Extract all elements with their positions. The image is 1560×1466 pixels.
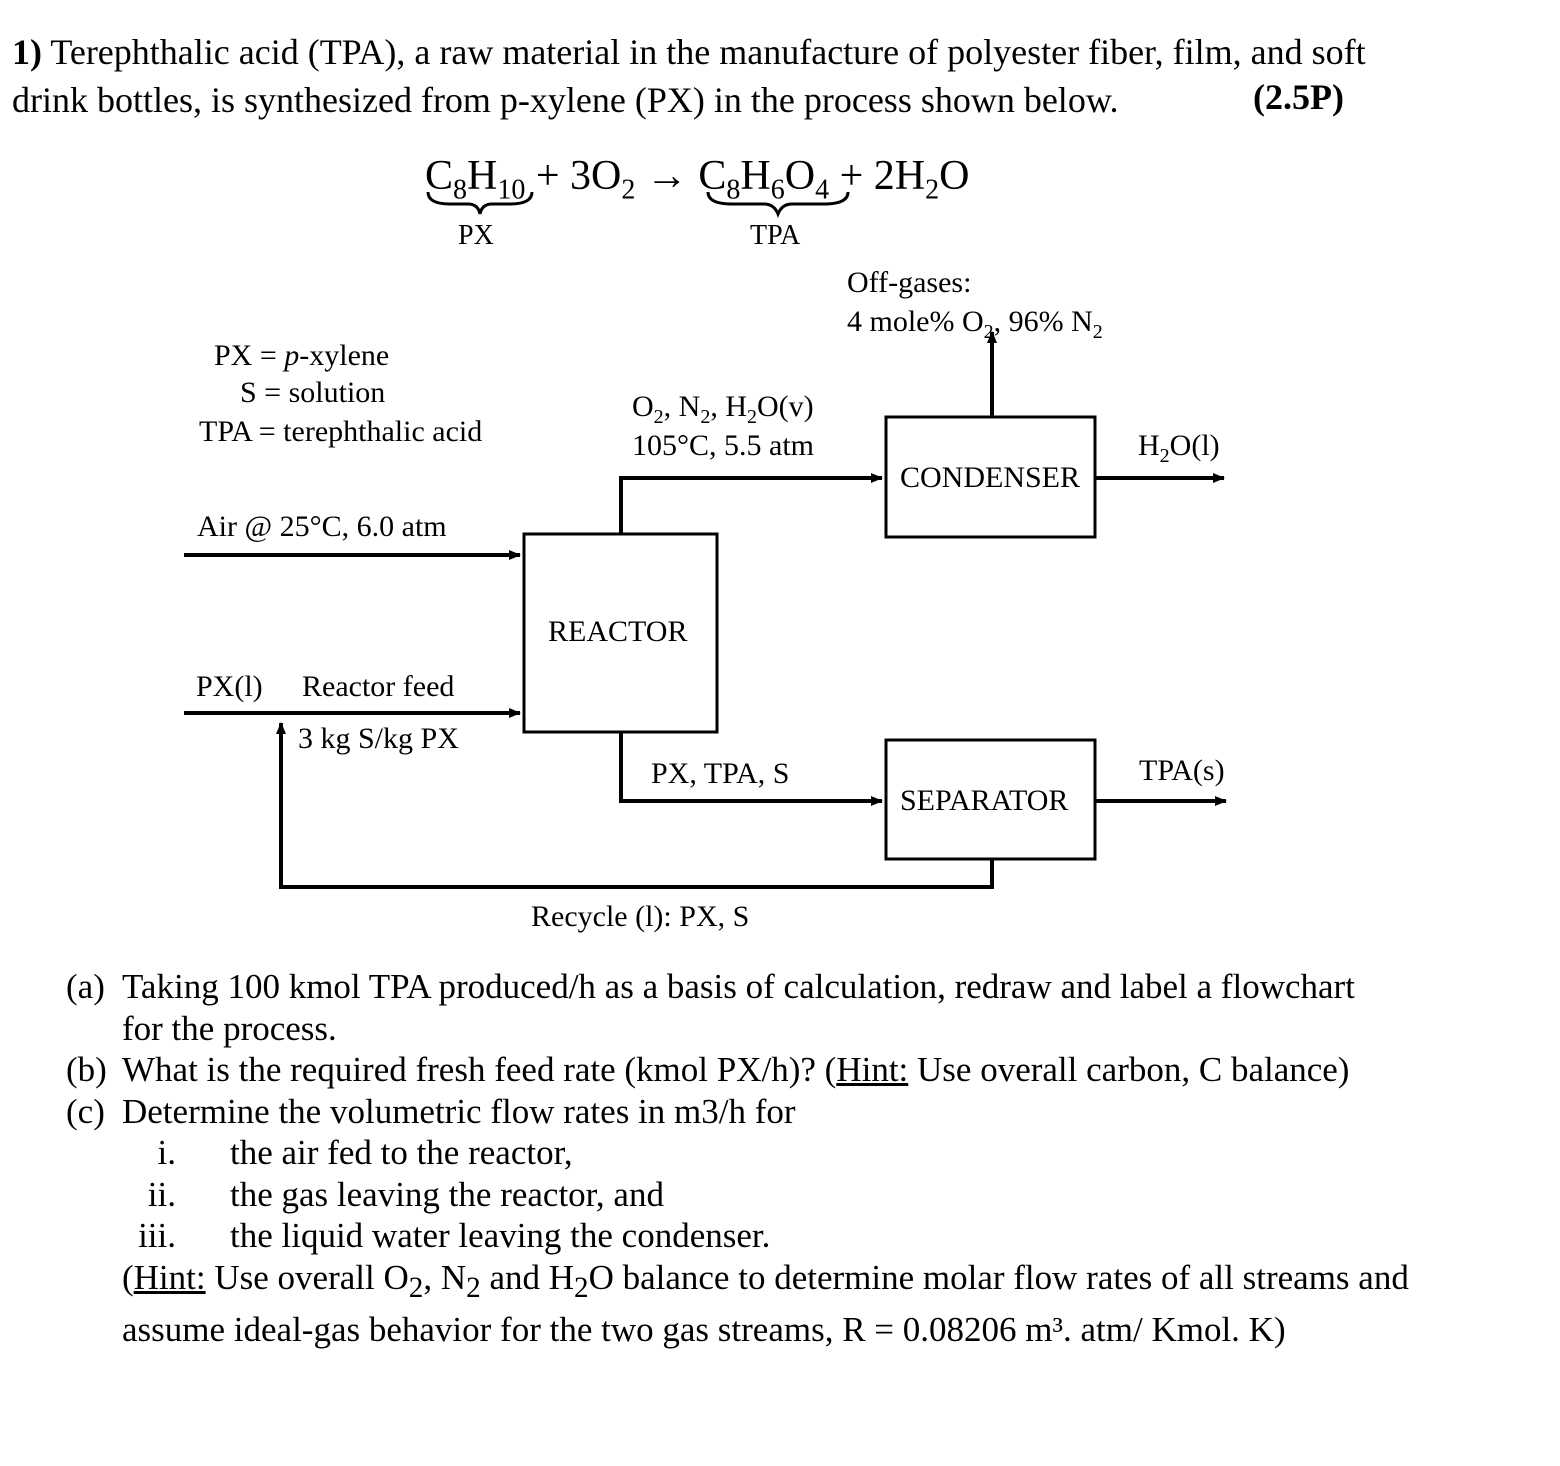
- question-a-label: (a): [66, 967, 105, 1006]
- eq-plus-water: + 2H2O: [839, 153, 970, 206]
- reactor-feed-label: Reactor feed: [302, 670, 455, 703]
- question-c-iii: iii. the liquid water leaving the conden…: [66, 1215, 1409, 1257]
- reactor-label: REACTOR: [548, 615, 688, 648]
- condenser-label: CONDENSER: [900, 461, 1081, 494]
- tpa-formula: C8H6O4: [698, 153, 830, 206]
- px-underbrace: [426, 191, 534, 215]
- legend-s: S = solution: [240, 376, 386, 409]
- gas-conditions-label: 105°C, 5.5 atm: [632, 429, 814, 462]
- separator-label: SEPARATOR: [900, 784, 1069, 817]
- question-c-iii-label: iii.: [138, 1216, 176, 1255]
- question-b-label: (b): [66, 1050, 107, 1089]
- question-c-ii-label: ii.: [147, 1174, 176, 1214]
- question-a-cont: for the process.: [66, 1008, 1409, 1050]
- question-c-i: i. the air fed to the reactor,: [66, 1132, 1409, 1174]
- question-c-hint-line2: assume ideal-gas behavior for the two ga…: [66, 1309, 1409, 1351]
- question-c-i-text: the air fed to the reactor,: [230, 1133, 573, 1172]
- question-c-ii-text: the gas leaving the reactor, and: [230, 1174, 664, 1214]
- problem-statement: 1) Terephthalic acid (TPA), a raw materi…: [12, 28, 1432, 124]
- reactor-liquid-label: PX, TPA, S: [651, 757, 790, 790]
- question-c-hint-text2: assume ideal-gas behavior for the two ga…: [122, 1310, 1286, 1349]
- gas-components-label: O2, N2, H2O(v): [632, 390, 814, 428]
- px-formula: C8H10: [425, 153, 526, 206]
- question-b-text: What is the required fresh feed rate (km…: [122, 1050, 837, 1089]
- question-c-i-label: i.: [157, 1133, 176, 1172]
- question-b-text2: Use overall carbon, C balance): [908, 1050, 1350, 1089]
- offgas-title: Off-gases:: [847, 266, 972, 299]
- question-c: (c) Determine the volumetric flow rates …: [66, 1091, 1409, 1133]
- question-b-hint: Hint:: [836, 1050, 909, 1089]
- question-a-text2: for the process.: [122, 1008, 337, 1048]
- questions: (a) Taking 100 kmol TPA produced/h as a …: [66, 966, 1409, 1351]
- problem-points: (2.5P): [1253, 77, 1344, 117]
- recycle-line: [276, 722, 994, 889]
- water-out-label: H2O(l): [1138, 429, 1220, 467]
- eq-plus-oxygen: + 3O2: [535, 153, 636, 206]
- question-c-iii-text: the liquid water leaving the condenser.: [230, 1216, 771, 1255]
- tpa-underbrace: [706, 191, 850, 219]
- px-feed-label: PX(l): [196, 670, 263, 703]
- question-c-text: Determine the volumetric flow rates in m…: [122, 1091, 796, 1131]
- tpa-out-label: TPA(s): [1139, 754, 1225, 787]
- legend-tpa: TPA = terephthalic acid: [199, 415, 483, 448]
- legend-px: PX = p-xylene: [214, 339, 390, 372]
- liquid-stream-line: [619, 732, 883, 806]
- gas-stream-line: [619, 473, 883, 534]
- question-a: (a) Taking 100 kmol TPA produced/h as a …: [66, 966, 1409, 1008]
- reaction-equation: C8H10 + 3O2 → C8H6O4 + 2H2O: [425, 148, 969, 204]
- offgas-composition: 4 mole% O2, 96% N2: [847, 305, 1103, 343]
- ratio-label: 3 kg S/kg PX: [298, 722, 459, 755]
- recycle-label: Recycle (l): PX, S: [531, 900, 750, 933]
- eq-arrow: →: [645, 153, 688, 199]
- problem-text: Terephthalic acid (TPA), a raw material …: [12, 32, 1366, 120]
- question-a-text: Taking 100 kmol TPA produced/h as a basi…: [122, 967, 1355, 1006]
- question-c-hint-line1: (Hint: Use overall O2, N2 and H2O balanc…: [122, 1257, 1409, 1304]
- question-c-hint-label: Hint:: [133, 1257, 206, 1297]
- question-c-label: (c): [66, 1091, 105, 1131]
- air-label: Air @ 25°C, 6.0 atm: [197, 510, 447, 543]
- question-c-ii: ii. the gas leaving the reactor, and: [66, 1174, 1409, 1216]
- eq-tpa-label: TPA: [750, 220, 801, 251]
- question-b: (b) What is the required fresh feed rate…: [66, 1049, 1409, 1091]
- eq-px-label: PX: [458, 220, 494, 251]
- problem-number: 1): [12, 32, 42, 72]
